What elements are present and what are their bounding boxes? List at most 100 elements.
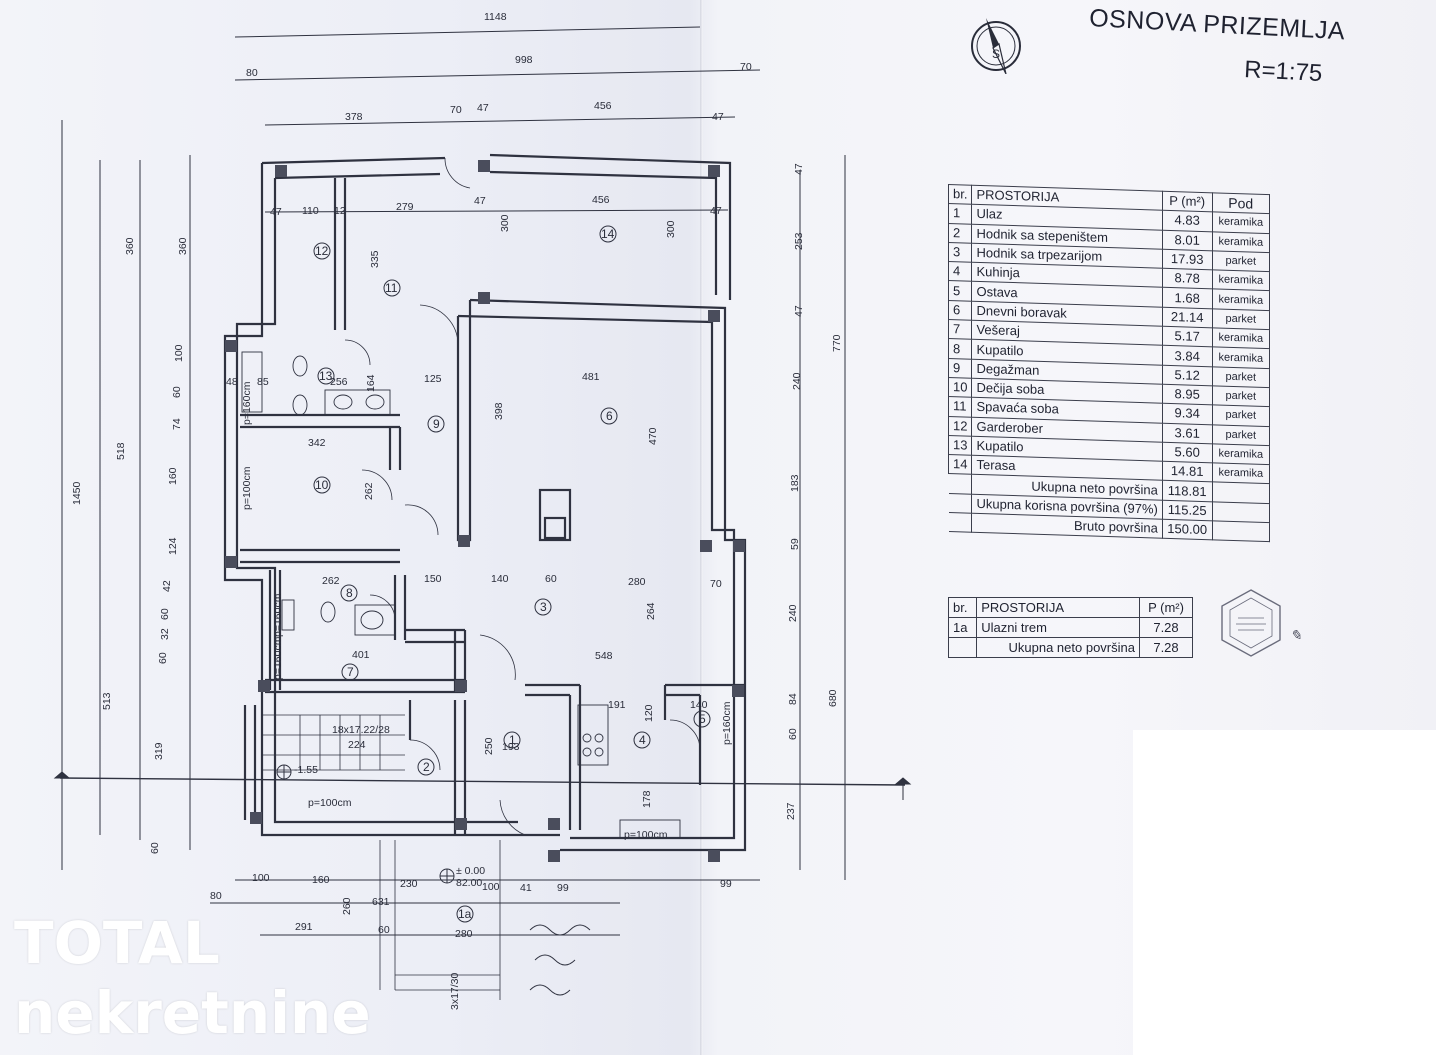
blank-area — [1133, 730, 1436, 1055]
room-number-11: 11 — [385, 281, 398, 295]
dim-right-9: 60 — [787, 728, 799, 740]
dim-bottom-5: 41 — [520, 882, 532, 894]
room-number-3: 3 — [540, 600, 547, 614]
dim-left-12: 32 — [159, 628, 171, 640]
dim-right-8: 84 — [787, 693, 799, 705]
row-no: 7 — [948, 319, 972, 340]
dim-int-6: 456 — [592, 194, 610, 206]
porch-total-value: 7.28 — [1139, 637, 1193, 658]
dim-int-8: 335 — [369, 250, 381, 268]
porch-row-area: 7.28 — [1139, 617, 1193, 638]
dim-bottom-12: 631 — [372, 896, 390, 908]
row-area: 4.83 — [1162, 210, 1213, 232]
porch-total-label: Ukupna neto površina — [976, 637, 1140, 658]
dim-int-23: 150 — [424, 573, 442, 585]
row-no: 1 — [948, 203, 972, 224]
dim-int-4: 279 — [396, 201, 414, 213]
dim-int-28: 191 — [608, 699, 626, 711]
row-floor: keramika — [1212, 231, 1270, 253]
dim-left-8: 160 — [167, 467, 179, 485]
stair-note: 18x17.22/28 — [332, 724, 390, 736]
dim-right-1: 47 — [793, 163, 805, 175]
room-number-7: 7 — [347, 665, 354, 679]
opening-note-2: p=100cm — [241, 466, 253, 510]
dim-top-segment-3: 47 — [477, 102, 489, 114]
opening-note-5: p=160cm — [721, 701, 733, 745]
dim-left-2: 518 — [115, 442, 127, 460]
room-number-1a: 1a — [458, 907, 472, 921]
header-floor: Pod — [1212, 192, 1270, 214]
dim-top-left-offset: 80 — [246, 67, 258, 79]
north-arrow-icon: S — [971, 18, 1021, 74]
row-no: 12 — [948, 416, 972, 437]
plan-scale: R=1:75 — [1243, 56, 1323, 88]
dim-left-14: 319 — [153, 742, 165, 760]
dim-int-31: 224 — [348, 739, 366, 751]
row-no: 8 — [948, 338, 972, 359]
dim-int-19: 262 — [322, 575, 340, 587]
dim-bottom-8: 80 — [210, 890, 222, 902]
dim-left-10: 42 — [161, 580, 173, 592]
row-floor: parket — [1212, 385, 1270, 407]
dim-bottom-10: 60 — [378, 924, 390, 936]
dim-bottom-7: 99 — [720, 878, 732, 890]
dim-left-11: 60 — [159, 608, 171, 620]
floor-plan — [53, 26, 912, 1000]
dim-int-25: 401 — [352, 649, 370, 661]
dim-int-34: 178 — [641, 790, 653, 808]
dim-right-7: 240 — [787, 604, 799, 622]
dim-left-3: 513 — [101, 692, 113, 710]
total-gross-value: 150.00 — [1162, 519, 1213, 541]
opening-note-6: p=100cm — [308, 797, 352, 809]
dim-int-7: 47 — [710, 205, 722, 217]
dim-left-15: 60 — [149, 842, 161, 854]
watermark-line-1: TOTAL — [14, 909, 220, 977]
porch-header-area: P (m²) — [1139, 597, 1193, 618]
dim-int-24: 70 — [710, 578, 722, 590]
porch-total-row: Ukupna neto površina 7.28 — [947, 637, 1193, 658]
total-usable-value: 115.25 — [1162, 499, 1213, 521]
dim-bottom-3: 230 — [400, 878, 418, 890]
dim-int-22: 280 — [628, 576, 646, 588]
dim-int-16: 125 — [424, 373, 442, 385]
row-no: 4 — [948, 261, 972, 282]
row-area: 21.14 — [1162, 307, 1213, 328]
dim-left-4: 360 — [177, 237, 189, 255]
dim-int-18: 164 — [365, 374, 377, 392]
table-row: 1a Ulazni trem 7.28 — [947, 617, 1193, 638]
row-no: 14 — [948, 454, 972, 475]
dim-left-1: 360 — [124, 237, 136, 255]
room-number-10: 10 — [315, 478, 329, 492]
porch-schedule-table: br. PROSTORIJA P (m²) 1a Ulazni trem 7.2… — [947, 597, 1193, 658]
dim-int-26: 548 — [595, 650, 613, 662]
row-no: 6 — [948, 300, 972, 321]
row-no: 10 — [948, 377, 972, 398]
row-floor: keramika — [1212, 289, 1270, 311]
dim-bottom-13: 260 — [341, 897, 353, 915]
dim-int-2: 110 — [302, 205, 319, 217]
header-area: P (m²) — [1162, 191, 1213, 213]
total-net-value: 118.81 — [1162, 480, 1213, 502]
dim-left-5: 100 — [173, 344, 185, 362]
svg-text:S: S — [992, 47, 1000, 61]
row-floor: parket — [1212, 424, 1270, 446]
dim-int-15: 262 — [363, 482, 375, 500]
dim-right-total: 770 — [831, 334, 843, 352]
dim-int-29: 140 — [690, 699, 708, 711]
room-number-5: 5 — [699, 712, 706, 726]
opening-note-7: p=100cm — [624, 829, 668, 841]
dim-int-30: 120 — [643, 704, 655, 722]
level-basement: -1.55 — [294, 764, 318, 776]
dim-bottom-9: 291 — [295, 921, 313, 933]
dim-bottom-11: 280 — [455, 928, 473, 940]
dim-top-segment-4: 456 — [594, 100, 612, 112]
level-ground: ± 0.00 — [456, 865, 485, 877]
signature: ✎ — [1290, 628, 1302, 644]
room-number-1: 1 — [509, 733, 516, 747]
dim-bottom-1: 100 — [252, 872, 270, 884]
dim-int-20: 140 — [491, 573, 509, 585]
row-floor: parket — [1212, 308, 1270, 330]
row-no: 13 — [948, 435, 972, 456]
porch-header-no: br. — [947, 597, 978, 618]
